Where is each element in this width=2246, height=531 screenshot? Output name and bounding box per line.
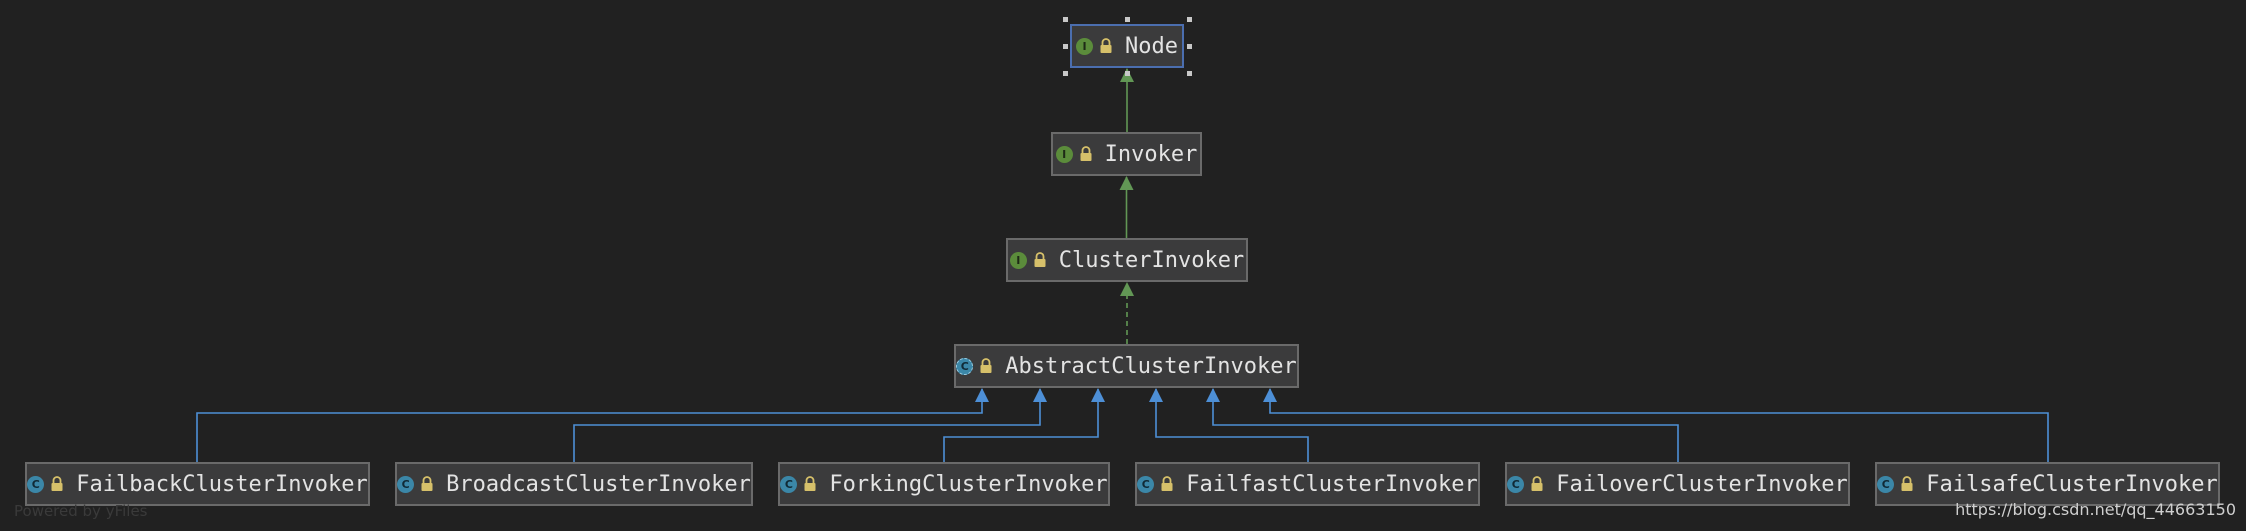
selection-handle[interactable] — [1063, 71, 1068, 76]
node-label: ClusterInvoker — [1058, 247, 1245, 273]
selection-handle[interactable] — [1125, 71, 1130, 76]
selection-handle[interactable] — [1187, 17, 1192, 22]
lock-icon — [51, 476, 63, 491]
edge-failsafe-cluster-invoker-to-abstract-cluster-invoker — [1263, 388, 2049, 462]
class-icon: C — [780, 475, 798, 493]
selection-handle[interactable] — [1187, 71, 1192, 76]
node-node[interactable]: I Node — [1070, 24, 1184, 68]
edge-failover-cluster-invoker-to-abstract-cluster-invoker — [1206, 388, 1679, 462]
abstract-class-icon: C — [956, 357, 974, 375]
lock-icon — [1034, 252, 1046, 267]
interface-icon: I — [1009, 251, 1027, 269]
lock-icon — [1080, 146, 1092, 161]
node-failback-cluster-invoker[interactable]: C FailbackClusterInvoker — [25, 462, 370, 506]
node-failsafe-cluster-invoker[interactable]: C FailsafeClusterInvoker — [1875, 462, 2220, 506]
interface-icon: I — [1055, 145, 1073, 163]
node-label: ForkingClusterInvoker — [829, 471, 1108, 497]
node-label: Node — [1125, 33, 1178, 59]
node-failover-cluster-invoker[interactable]: C FailoverClusterInvoker — [1505, 462, 1850, 506]
node-cluster-invoker[interactable]: I ClusterInvoker — [1006, 238, 1248, 282]
lock-icon — [1100, 38, 1112, 53]
watermark-url: https://blog.csdn.net/qq_44663150 — [1955, 500, 2236, 519]
node-label: FailsafeClusterInvoker — [1926, 471, 2218, 497]
selection-handle[interactable] — [1125, 17, 1130, 22]
class-icon: C — [397, 475, 415, 493]
lock-icon — [980, 358, 992, 373]
node-label: FailfastClusterInvoker — [1186, 471, 1478, 497]
selection-handle[interactable] — [1063, 44, 1068, 49]
class-icon: C — [1507, 475, 1525, 493]
edge-forking-cluster-invoker-to-abstract-cluster-invoker — [943, 388, 1105, 462]
node-label: FailbackClusterInvoker — [76, 471, 368, 497]
lock-icon — [1161, 476, 1173, 491]
edges-layer — [196, 68, 2049, 462]
interface-icon: I — [1076, 37, 1093, 55]
selection-handle[interactable] — [1063, 17, 1068, 22]
node-broadcast-cluster-invoker[interactable]: C BroadcastClusterInvoker — [395, 462, 753, 506]
lock-icon — [804, 476, 816, 491]
node-label: AbstractClusterInvoker — [1005, 353, 1297, 379]
edge-failback-cluster-invoker-to-abstract-cluster-invoker — [196, 388, 989, 462]
class-icon: C — [1877, 475, 1895, 493]
node-label: FailoverClusterInvoker — [1556, 471, 1848, 497]
edge-broadcast-cluster-invoker-to-abstract-cluster-invoker — [573, 388, 1047, 462]
node-forking-cluster-invoker[interactable]: C ForkingClusterInvoker — [778, 462, 1110, 506]
node-failfast-cluster-invoker[interactable]: C FailfastClusterInvoker — [1135, 462, 1480, 506]
node-abstract-cluster-invoker[interactable]: C AbstractClusterInvoker — [954, 344, 1299, 388]
edge-failfast-cluster-invoker-to-abstract-cluster-invoker — [1149, 388, 1309, 462]
lock-icon — [1901, 476, 1913, 491]
lock-icon — [421, 476, 433, 491]
node-label: Invoker — [1104, 141, 1198, 167]
node-label: BroadcastClusterInvoker — [446, 471, 751, 497]
class-icon: C — [1137, 475, 1155, 493]
class-icon: C — [27, 475, 45, 493]
selection-handle[interactable] — [1187, 44, 1192, 49]
lock-icon — [1531, 476, 1543, 491]
powered-by-label: Powered by yFiles — [14, 502, 148, 520]
node-invoker[interactable]: I Invoker — [1051, 132, 1202, 176]
